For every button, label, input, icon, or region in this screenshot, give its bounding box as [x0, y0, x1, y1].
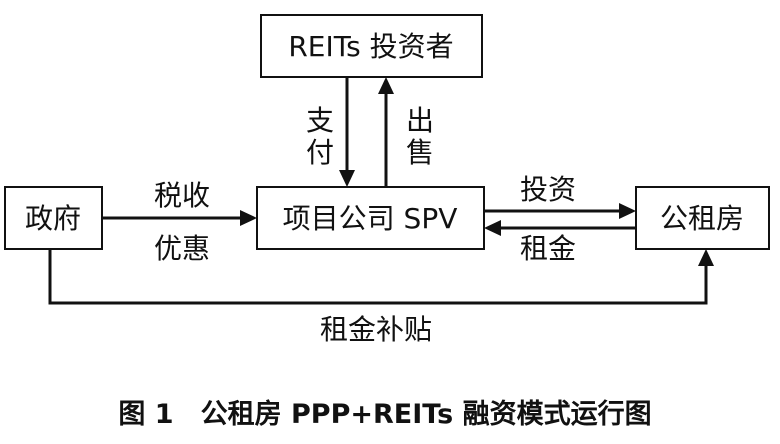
investor-box — [260, 14, 483, 78]
invest-arrowhead — [619, 203, 636, 219]
pay-label-1: 支 — [306, 104, 334, 137]
tax-label-2: 优惠 — [154, 232, 210, 265]
spv-label: 项目公司 SPV — [283, 202, 458, 235]
housing-label: 公租房 — [660, 202, 744, 235]
subsidy-label: 租金补贴 — [320, 313, 432, 346]
rent-arrowhead — [484, 220, 501, 236]
housing-box — [635, 186, 770, 250]
tax-arrowhead — [240, 210, 257, 226]
pay-arrowhead — [339, 170, 355, 187]
government-label: 政府 — [25, 202, 81, 235]
tax-label-1: 税收 — [154, 179, 210, 212]
sell-arrowhead — [378, 77, 394, 94]
pay-label-2: 付 — [306, 136, 334, 169]
subsidy-arrow-line — [48, 249, 708, 305]
figure-caption: 图 1 公租房 PPP+REITs 融资模式运行图 — [118, 398, 651, 430]
sell-label-2: 售 — [406, 136, 434, 169]
investor-label: REITs 投资者 — [288, 30, 453, 63]
invest-label: 投资 — [520, 173, 576, 206]
spv-box — [256, 186, 485, 250]
subsidy-arrowhead — [698, 249, 714, 266]
rent-label: 租金 — [520, 232, 576, 265]
government-box — [4, 186, 103, 250]
sell-label-1: 出 — [406, 104, 434, 137]
